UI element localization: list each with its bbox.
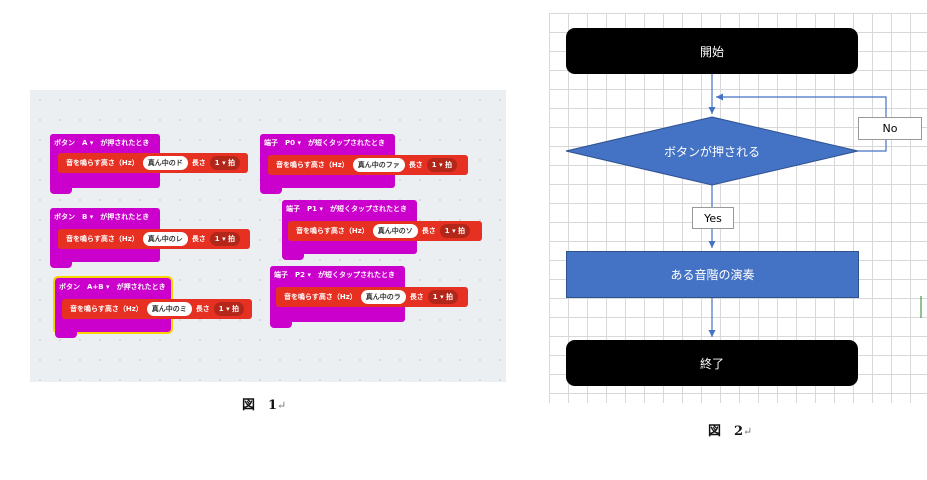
figure1-caption: 図 1↵ [242, 398, 287, 413]
play-tone-block[interactable]: 音を鳴らす高さ（Hz） 真ん中のファ 長さ 1 ▾ 拍 [268, 155, 468, 175]
start-terminal: 開始 [566, 28, 858, 74]
note-dropdown[interactable]: 真ん中のファ [352, 158, 405, 172]
block-editor-workspace[interactable]: ボタン A ▾ が押されたとき 音を鳴らす高さ（Hz） 真ん中のド 長さ 1 ▾… [30, 90, 506, 382]
process-box: ある音階の演奏 [566, 251, 859, 298]
beat-dropdown[interactable]: 1 ▾ 拍 [427, 290, 459, 304]
yes-label: Yes [692, 207, 734, 229]
event-label: ボタン B ▾ が押されたとき [54, 213, 150, 221]
beat-dropdown[interactable]: 1 ▾ 拍 [209, 232, 241, 246]
note-dropdown[interactable]: 真ん中のレ [142, 232, 188, 246]
figure2-caption: 図 2↵ [708, 424, 753, 439]
flowchart-grid [549, 13, 927, 403]
play-tone-block[interactable]: 音を鳴らす高さ（Hz） 真ん中のド 長さ 1 ▾ 拍 [58, 153, 248, 173]
event-label: 端子 P0 ▾ が短くタップされたとき [264, 139, 385, 147]
play-tone-block[interactable]: 音を鳴らす高さ（Hz） 真ん中のソ 長さ 1 ▾ 拍 [288, 221, 482, 241]
beat-dropdown[interactable]: 1 ▾ 拍 [213, 302, 245, 316]
note-dropdown[interactable]: 真ん中のソ [372, 224, 418, 238]
decision-diamond [565, 116, 859, 186]
beat-dropdown[interactable]: 1 ▾ 拍 [209, 156, 241, 170]
beat-dropdown[interactable]: 1 ▾ 拍 [426, 158, 458, 172]
play-tone-block[interactable]: 音を鳴らす高さ（Hz） 真ん中のラ 長さ 1 ▾ 拍 [276, 287, 468, 307]
event-label: ボタン A ▾ が押されたとき [54, 139, 150, 147]
event-label: 端子 P1 ▾ が短くタップされたとき [286, 205, 407, 213]
end-terminal: 終了 [566, 340, 858, 386]
play-tone-block[interactable]: 音を鳴らす高さ（Hz） 真ん中のレ 長さ 1 ▾ 拍 [58, 229, 250, 249]
note-dropdown[interactable]: 真ん中のド [142, 156, 188, 170]
beat-dropdown[interactable]: 1 ▾ 拍 [439, 224, 471, 238]
event-label: ボタン A+B ▾ が押されたとき [59, 283, 166, 291]
event-label: 端子 P2 ▾ が短くタップされたとき [274, 271, 395, 279]
note-dropdown[interactable]: 真ん中のミ [146, 302, 192, 316]
play-tone-block[interactable]: 音を鳴らす高さ（Hz） 真ん中のミ 長さ 1 ▾ 拍 [62, 299, 252, 319]
no-label: No [858, 117, 922, 140]
note-dropdown[interactable]: 真ん中のラ [360, 290, 406, 304]
decision-label: ボタンが押される [663, 145, 760, 159]
